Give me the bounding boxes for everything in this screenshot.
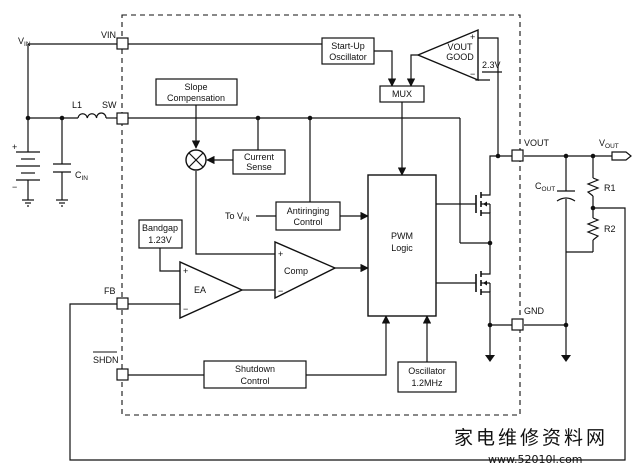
mosfet-upper — [475, 188, 491, 220]
ea-label: EA — [194, 285, 206, 295]
vout-good-comparator — [416, 28, 479, 82]
ground-symbol — [22, 199, 34, 207]
inductor-l1 — [77, 112, 107, 119]
pin-label-gnd: GND — [524, 306, 545, 316]
r1-label: R1 — [604, 183, 616, 193]
pwm-line-2: Logic — [391, 243, 413, 253]
ea-minus: − — [183, 304, 188, 314]
oscillator-line-2: 1.2MHz — [411, 378, 443, 388]
capacitor-cin — [53, 163, 71, 173]
l1-label: L1 — [72, 100, 82, 110]
ic-boundary — [121, 14, 521, 416]
r2-label: R2 — [604, 224, 616, 234]
vout-good-minus: − — [470, 69, 475, 79]
cin-label: CIN — [75, 170, 88, 182]
pin-label-vin: VIN — [101, 30, 116, 40]
mosfet-lower — [475, 266, 491, 300]
junction-dots — [25, 115, 596, 328]
slope-line-1: Slope — [184, 82, 207, 92]
current-sense-line-1: Current — [244, 152, 275, 162]
cout-label: COUT — [535, 181, 555, 193]
pwm-line-1: PWM — [391, 231, 413, 241]
antiringing-line-2: Control — [293, 217, 322, 227]
bandgap-line-1: Bandgap — [142, 223, 178, 233]
pin-squares — [116, 37, 524, 381]
shutdown-line-2: Control — [240, 376, 269, 386]
ea-plus: + — [183, 266, 188, 276]
slope-line-2: Compensation — [167, 93, 225, 103]
antiringing-control-block — [275, 201, 341, 231]
shutdown-control-block — [203, 360, 307, 389]
shutdown-line-1: Shutdown — [235, 364, 275, 374]
pwm-comparator — [274, 240, 337, 300]
pin-label-vout: VOUT — [524, 138, 550, 148]
ground-symbol — [561, 355, 571, 362]
vout-terminal — [611, 151, 632, 161]
pin-label-fb: FB — [104, 286, 116, 296]
comp-minus: − — [278, 286, 283, 296]
startup-oscillator-block — [321, 37, 375, 65]
antiringing-line-1: Antiringing — [287, 206, 330, 216]
resistor-r1 — [586, 177, 600, 197]
current-sense-block — [232, 149, 286, 175]
vout-good-line-2: GOOD — [446, 52, 474, 62]
oscillator-block — [397, 361, 457, 393]
watermark-url: www.52010l.com — [488, 453, 583, 466]
watermark-chinese: 家电维修资料网 — [454, 427, 608, 449]
battery-symbol — [16, 151, 40, 181]
battery-minus: − — [12, 182, 17, 192]
startup-line-2: Oscillator — [329, 52, 367, 62]
comp-plus: + — [278, 249, 283, 259]
vout-good-line-1: VOUT — [447, 42, 473, 52]
pin-label-sw: SW — [102, 100, 117, 110]
mux-label: MUX — [392, 89, 412, 99]
pin-label-shdn: SHDN — [93, 355, 119, 365]
multiplier-symbol — [185, 149, 207, 171]
resistor-r2 — [586, 217, 600, 241]
comp-label: Comp — [284, 266, 308, 276]
vin-label: VIN — [18, 36, 31, 48]
ground-symbol — [485, 355, 495, 362]
ref-2v3-label: 2.3V — [482, 60, 501, 70]
vout-good-plus: + — [470, 32, 475, 42]
oscillator-line-1: Oscillator — [408, 366, 446, 376]
slope-compensation-block — [155, 78, 238, 106]
mux-block — [379, 85, 425, 103]
bandgap-block — [138, 219, 183, 249]
bandgap-line-2: 1.23V — [148, 235, 172, 245]
capacitor-cout — [556, 190, 576, 202]
battery-plus: + — [12, 142, 17, 152]
pwm-logic-block — [367, 174, 437, 317]
ground-symbol — [56, 199, 68, 207]
wires — [27, 37, 626, 461]
vout-label: VOUT — [599, 138, 619, 150]
current-sense-line-2: Sense — [246, 162, 272, 172]
error-amplifier — [179, 260, 244, 320]
startup-line-1: Start-Up — [331, 41, 365, 51]
to-vin-label: To VIN — [225, 211, 250, 223]
